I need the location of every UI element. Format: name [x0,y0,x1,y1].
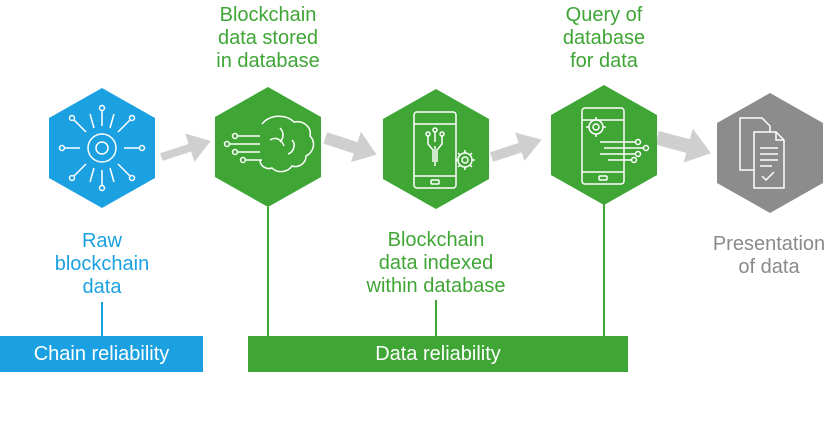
step-1-hexagon [49,88,155,208]
step-4-hexagon [551,85,657,205]
step-2-label: Blockchain data stored in database [216,4,320,72]
arrow-1 [160,133,211,163]
arrow-2 [323,131,377,163]
flow-arrows [160,128,712,163]
data-reliability-bar: Data reliability [248,336,628,372]
arrow-4 [655,128,712,163]
step-3-label: Blockchain data indexed within database [366,229,506,297]
documents-icon [739,117,785,189]
step-2-hexagon [215,87,321,207]
step-5-hexagon [717,93,823,213]
step-4-label: Query of database for data [562,4,646,72]
connector-lines [101,204,605,336]
step-5-label: Presentation of data [712,233,826,278]
phone-gear-circuit-icon [581,107,650,185]
step-1-label: Raw blockchain data [54,230,150,298]
brain-circuit-icon [223,115,315,173]
arrow-3 [490,132,542,162]
chain-reliability-bar: Chain reliability [0,336,203,372]
phone-circuit-gear-icon [413,111,475,189]
circuit-gear-icon [58,104,146,192]
step-3-hexagon [383,89,489,209]
